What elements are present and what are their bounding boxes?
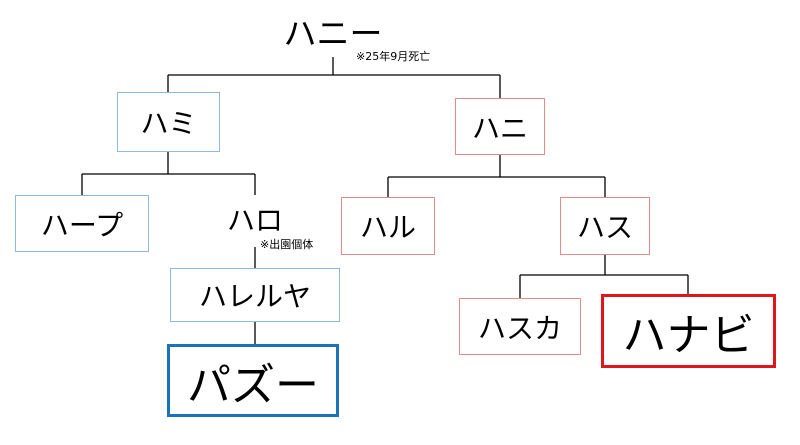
note-haro-transferred: ※出園個体 xyxy=(260,238,314,251)
node-hareruya: ハレルヤ xyxy=(170,268,340,322)
node-honey: ハニー xyxy=(283,14,383,53)
node-pazu-highlight: パズー xyxy=(167,344,339,417)
node-hasu: ハス xyxy=(560,197,650,255)
node-hani: ハニ xyxy=(455,98,545,155)
node-hasuka: ハスカ xyxy=(459,298,581,355)
node-haro: ハロ xyxy=(226,204,283,237)
node-hami: ハミ xyxy=(117,92,220,152)
note-honey-deceased: ※25年9月死亡 xyxy=(356,50,431,63)
node-haru: ハル xyxy=(341,197,435,255)
node-haapu: ハープ xyxy=(15,195,149,252)
node-hanabi-highlight: ハナビ xyxy=(601,294,776,368)
